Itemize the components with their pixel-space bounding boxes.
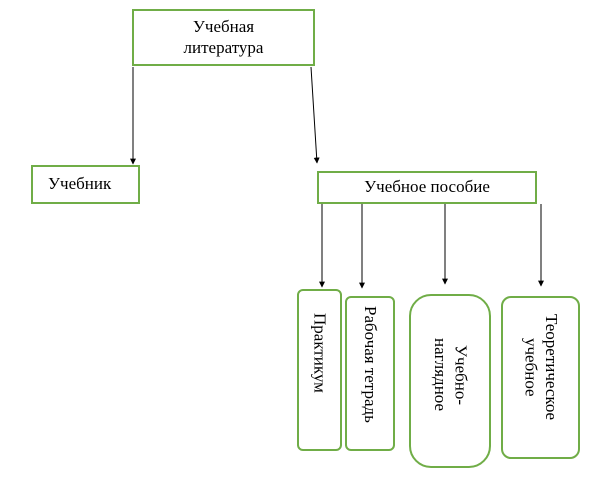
node-theoretical-manual: Теоретическое учебное: [501, 296, 580, 459]
node-practicum-label: Практикум: [310, 313, 330, 393]
node-educational-literature-label: Учебная литература: [183, 17, 264, 57]
node-study-manual-label: Учебное пособие: [364, 177, 490, 197]
node-workbook-label: Рабочая тетрадь: [361, 306, 381, 423]
node-visual-aid-label: Учебно- наглядное: [431, 338, 471, 412]
node-educational-literature: Учебная литература: [132, 9, 315, 66]
node-textbook: Учебник: [31, 165, 140, 204]
node-practicum: Практикум: [297, 289, 342, 451]
node-workbook: Рабочая тетрадь: [345, 296, 395, 451]
arrow-root-to-manual: [310, 66, 320, 164]
node-theoretical-manual-label: Теоретическое учебное: [521, 314, 561, 421]
node-textbook-label: Учебник: [48, 174, 112, 194]
node-visual-aid: Учебно- наглядное: [409, 294, 491, 468]
node-study-manual: Учебное пособие: [317, 171, 537, 204]
